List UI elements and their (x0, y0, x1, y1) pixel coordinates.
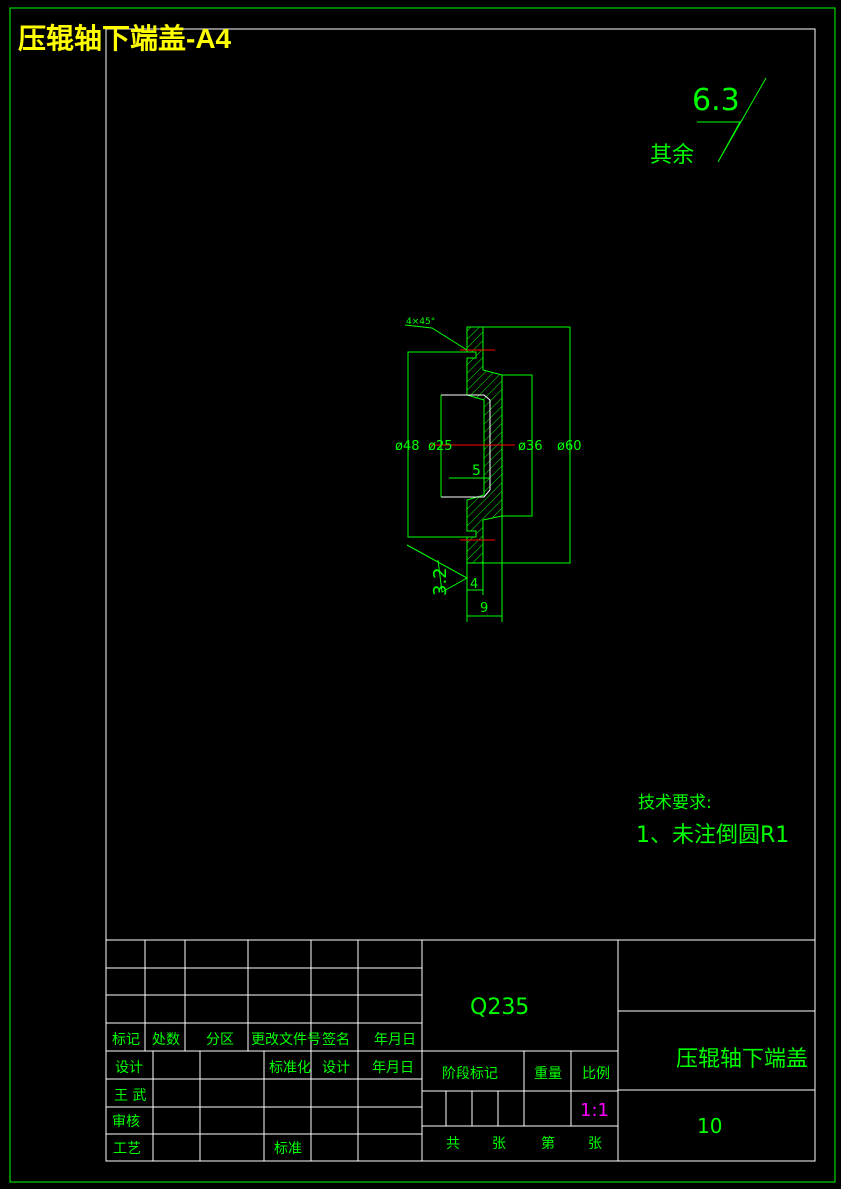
title-block: 标记 处数 分区 更改文件号 签名 年月日 设计 标准化 设计 年月日 王 武 … (105, 939, 816, 1162)
svg-text:张: 张 (588, 1136, 602, 1152)
part-name: 压辊轴下端盖 (676, 1047, 808, 1072)
scale-value: 1:1 (580, 1100, 609, 1121)
svg-text:其余: 其余 (650, 143, 694, 168)
svg-text:年月日: 年月日 (374, 1032, 416, 1048)
svg-text:审核: 审核 (112, 1114, 140, 1130)
svg-text:处数: 处数 (152, 1032, 180, 1048)
svg-text:更改文件号: 更改文件号 (251, 1032, 321, 1048)
tech-heading: 技术要求: (638, 793, 712, 813)
dim-d36: ø36 (518, 439, 543, 454)
svg-text:3.2: 3.2 (430, 567, 451, 596)
svg-text:设计: 设计 (115, 1060, 143, 1076)
dim-len5: 5 (472, 463, 481, 479)
inner-frame (105, 28, 816, 1162)
part-section: 4×45° 3.2 ø48 ø25 ø36 ø60 5 4 9 (395, 317, 582, 622)
dim-d25: ø25 (428, 439, 453, 454)
material: Q235 (470, 995, 529, 1020)
outer-frame (9, 7, 836, 1183)
svg-text:共: 共 (446, 1136, 460, 1152)
roughness-symbol: 6.3 其余 (650, 77, 767, 168)
drawing-number: 10 (697, 1114, 722, 1138)
svg-text:工艺: 工艺 (113, 1141, 141, 1157)
svg-text:标准化: 标准化 (269, 1060, 311, 1076)
drawing-title: 压辊轴下端盖-A4 (18, 22, 232, 54)
svg-text:王 武: 王 武 (114, 1088, 146, 1104)
svg-text:年月日: 年月日 (372, 1060, 414, 1076)
svg-text:重量: 重量 (534, 1066, 562, 1082)
svg-text:签名: 签名 (322, 1031, 350, 1048)
svg-text:设计: 设计 (322, 1060, 350, 1076)
svg-text:张: 张 (492, 1136, 506, 1152)
svg-text:6.3: 6.3 (692, 83, 740, 118)
dim-len4: 4 (470, 577, 478, 592)
svg-text:第: 第 (541, 1135, 555, 1152)
svg-text:标准: 标准 (274, 1141, 302, 1157)
svg-text:比例: 比例 (582, 1066, 610, 1082)
svg-text:标记: 标记 (112, 1032, 140, 1048)
dim-d48: ø48 (395, 439, 420, 454)
tech-item-1: 1、未注倒圆R1 (636, 823, 789, 848)
dim-len9: 9 (480, 601, 488, 616)
dim-d60: ø60 (557, 439, 582, 454)
svg-text:4×45°: 4×45° (406, 317, 435, 327)
svg-text:分区: 分区 (206, 1032, 234, 1048)
svg-text:阶段标记: 阶段标记 (442, 1066, 498, 1082)
